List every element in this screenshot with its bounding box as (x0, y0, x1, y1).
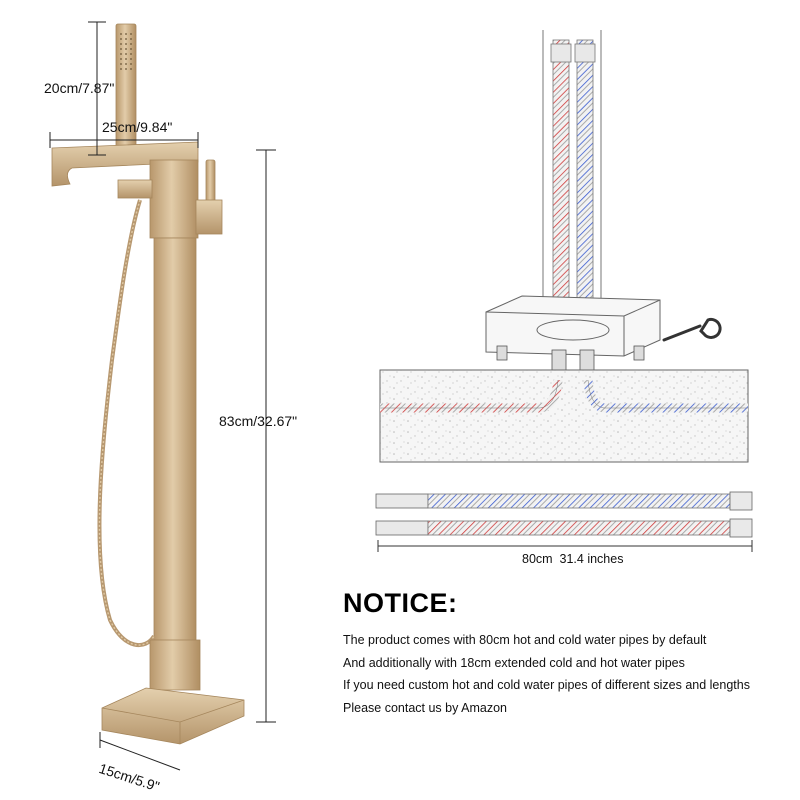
notice-line-3: If you need custom hot and cold water pi… (343, 678, 750, 692)
wrench-icon (662, 317, 722, 342)
notice-line-2: And additionally with 18cm extended cold… (343, 655, 685, 670)
faucet-illustration (51, 23, 245, 745)
hose-hot (427, 520, 731, 536)
floor-base (101, 687, 245, 745)
notice-line-4: Please contact us by Amazon (343, 700, 507, 715)
total-height-label: 83cm/32.67" (219, 413, 298, 429)
hose-cold (427, 493, 731, 509)
spout-reach-label: 25cm/9.84" (102, 119, 173, 135)
shower-hose (97, 199, 156, 647)
floor-pipe-hot (380, 379, 559, 409)
handshower-height-label: 20cm/7.87" (44, 80, 115, 96)
floor-pipe-cold (587, 379, 748, 409)
hose-length-label: 80cm 31.4 inches (522, 552, 624, 566)
installation-diagram (379, 30, 749, 463)
shower-nozzles (120, 33, 132, 70)
vertical-pipe-hot (552, 39, 570, 326)
faucet-dimension-lines (49, 21, 276, 771)
valve-block (195, 199, 223, 235)
notice-block: NOTICE: The product comes with 80cm hot … (343, 588, 783, 719)
floor-slab (379, 369, 749, 463)
notice-line-1: The product comes with 80cm hot and cold… (343, 633, 707, 647)
column-sleeve (149, 639, 201, 691)
mixer-body (149, 159, 199, 239)
hose-connector (117, 179, 153, 199)
supply-hoses (375, 491, 753, 552)
vertical-pipe-cold (576, 39, 594, 326)
mounting-box (485, 295, 661, 357)
waterfall-spout (51, 141, 199, 187)
notice-title: NOTICE: (343, 588, 458, 618)
faucet-column (153, 237, 197, 651)
